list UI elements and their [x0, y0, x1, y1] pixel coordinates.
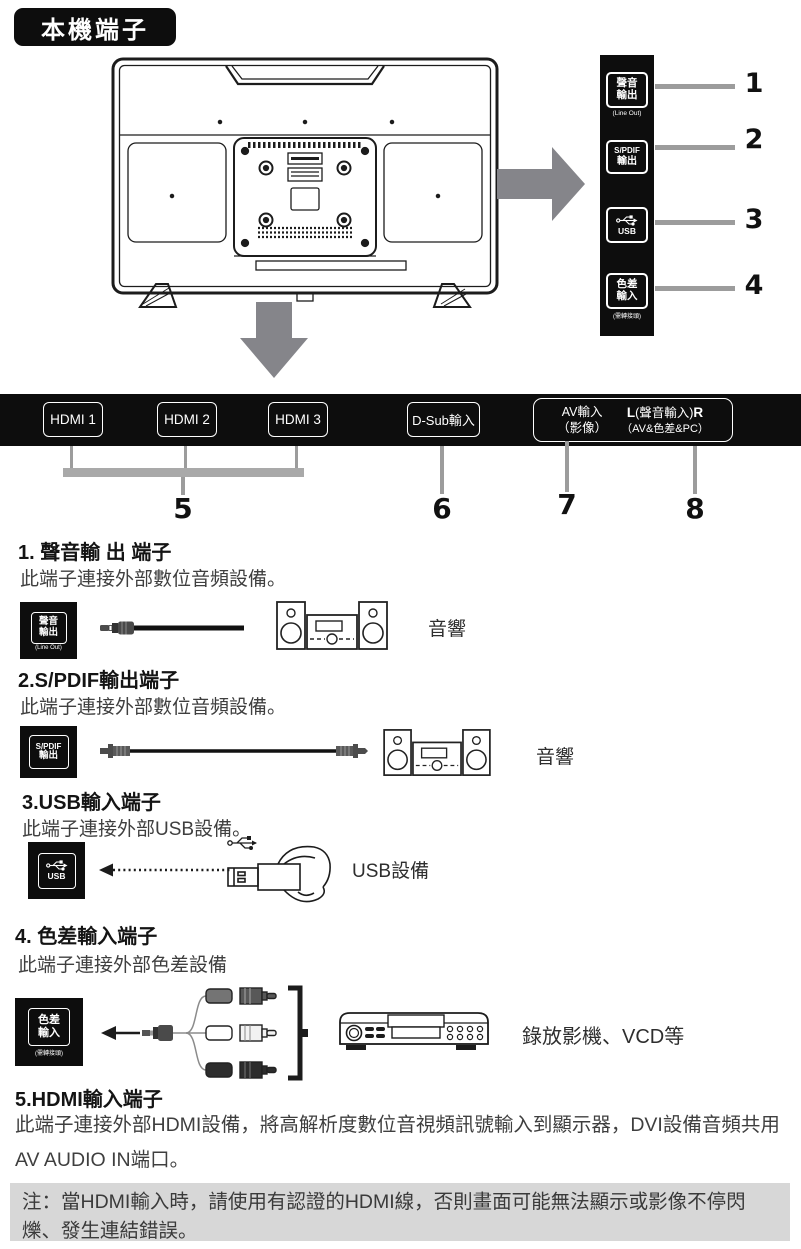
port-line-out-sub: (Line Out) [612, 110, 642, 117]
leader-hdmi3 [295, 446, 298, 470]
port-hdmi3: HDMI 3 [268, 402, 328, 437]
arrow-right-icon [497, 147, 585, 221]
stereo-system-graphic [276, 601, 388, 650]
callout-number-1: 1 [744, 68, 764, 99]
section2-body: 此端子連接外部數位音頻設備。 [20, 697, 287, 718]
section3-heading: 3.USB輸入端子 [22, 792, 161, 814]
leader-hdmi1 [70, 446, 73, 470]
port-audio-sub: （AV&色差&PC） [621, 422, 709, 435]
port-av-label: AV輸入 [561, 404, 603, 419]
section3-port-graphic: USB [28, 842, 85, 899]
port-audio-label: L(聲音輸入)R [621, 404, 709, 422]
audio-jack-cable-graphic [100, 621, 244, 635]
bottom-connector-panel: HDMI 1 HDMI 2 HDMI 3 D-Sub輸入 AV輸入 （影像） L… [0, 394, 801, 446]
leader-line-4 [655, 286, 735, 291]
section3-port-label: USB [47, 871, 66, 882]
section5-body: 此端子連接外部HDMI設備，將高解析度數位音視頻訊號輸入到顯示器，DVI設備音頻… [15, 1114, 780, 1172]
section1-port-label1: 聲音 [38, 616, 58, 628]
callout-number-2: 2 [744, 124, 764, 155]
leader-7 [565, 441, 569, 492]
section3-port-inner: USB [37, 852, 76, 889]
callout-number-4: 4 [744, 270, 764, 301]
section4-port-sub: (需轉接頭) [35, 1050, 63, 1057]
port-line-out-label1: 聲音 [616, 77, 638, 90]
hdmi-note: 注：當HDMI輸入時，請使用有認證的HDMI線，否則畫面可能無法顯示或影像不停閃… [10, 1183, 790, 1242]
usb-icon-small [45, 860, 67, 871]
section1-body: 此端子連接外部數位音頻設備。 [20, 569, 287, 590]
leader-6 [440, 446, 444, 494]
section1-heading: 1. 聲音輸 出 端子 [18, 542, 172, 564]
page-title: 本機端子 [14, 8, 176, 46]
port-dsub: D-Sub輸入 [407, 402, 480, 437]
audio-l-label: L [626, 405, 636, 421]
spdif-coax-cable-graphic [100, 744, 368, 758]
section5-heading: 5.HDMI輸入端子 [15, 1089, 163, 1111]
section1-port-sub: (Line Out) [35, 645, 62, 651]
callout-number-6: 6 [432, 492, 452, 525]
port-line-out-label2: 輸出 [616, 89, 638, 101]
leader-line-3 [655, 220, 735, 225]
section4-body: 此端子連接外部色差設備 [18, 955, 228, 976]
section2-device-label: 音響 [536, 747, 575, 768]
stereo-system-graphic-2 [383, 729, 491, 776]
port-av-group: AV輸入 （影像） [557, 404, 607, 437]
component-splitter-graphic [142, 985, 308, 1081]
section4-port-label1: 色差 [38, 1013, 60, 1026]
leader-hdmi2 [184, 446, 187, 470]
tv-back-diagram [111, 57, 499, 308]
port-spdif-label2: 輸出 [617, 155, 637, 167]
port-component: 色差 輸入 [606, 273, 648, 309]
section4-port-inner: 色差 輸入 [28, 1007, 70, 1046]
section4-heading: 4. 色差輸入端子 [15, 926, 158, 948]
arrow-left-graphic [101, 1026, 140, 1040]
port-component-label1: 色差 [616, 278, 638, 291]
callout-number-7: 7 [557, 488, 577, 521]
section2-port-label1: S/PDIF [35, 741, 62, 751]
port-hdmi2: HDMI 2 [157, 402, 217, 437]
leader-5 [181, 477, 185, 495]
callout-number-8: 8 [685, 492, 705, 525]
arrow-down-icon [240, 302, 308, 378]
section3-body: 此端子連接外部USB設備。 [22, 819, 252, 840]
section4-port-label2: 輸入 [38, 1026, 60, 1039]
port-hdmi1: HDMI 1 [43, 402, 103, 437]
section1-port-inner: 聲音 輸出 [30, 612, 67, 644]
leader-bracket-hdmi [63, 468, 304, 477]
section3-device-label: USB設備 [352, 861, 430, 882]
leader-8 [693, 446, 697, 494]
callout-number-3: 3 [744, 204, 764, 235]
port-usb-label: USB [618, 225, 636, 236]
dotted-arrow-graphic [99, 863, 231, 877]
section1-port-graphic: 聲音 輸出 (Line Out) [20, 602, 77, 659]
port-av-audio: AV輸入 （影像） L(聲音輸入)R （AV&色差&PC） [533, 398, 733, 442]
leader-line-2 [655, 145, 735, 150]
section1-port-label2: 輸出 [38, 627, 58, 638]
callout-number-5: 5 [173, 492, 193, 525]
audio-r-label: R [693, 405, 704, 421]
section4-port-graphic: 色差 輸入 (需轉接頭) [15, 998, 83, 1066]
port-av-sub: （影像） [557, 421, 608, 435]
port-line-out: 聲音 輸出 [606, 72, 648, 108]
port-component-label2: 輸入 [616, 290, 638, 302]
audio-mid-label: (聲音輸入) [635, 406, 694, 421]
port-usb: USB [606, 207, 648, 243]
port-audio-group: L(聲音輸入)R （AV&色差&PC） [621, 404, 709, 436]
section2-port-graphic: S/PDIF 輸出 [20, 726, 77, 778]
section1-device-label: 音響 [428, 619, 467, 640]
usb-icon [616, 215, 638, 226]
section2-port-inner: S/PDIF 輸出 [28, 735, 69, 769]
section2-heading: 2.S/PDIF輸出端子 [18, 670, 180, 692]
leader-line-1 [655, 84, 735, 89]
side-connector-panel: 聲音 輸出 (Line Out) S/PDIF 輸出 USB 色差 輸入 [600, 55, 654, 336]
section4-device-label: 錄放影機、VCD等 [522, 1026, 685, 1048]
port-spdif-label1: S/PDIF [614, 145, 640, 155]
section2-port-label2: 輸出 [38, 750, 58, 762]
dvd-player-graphic [339, 1012, 489, 1050]
port-component-sub: (需轉接頭) [613, 314, 641, 320]
usb-device-hand-graphic [227, 836, 331, 903]
port-spdif: S/PDIF 輸出 [606, 140, 648, 174]
